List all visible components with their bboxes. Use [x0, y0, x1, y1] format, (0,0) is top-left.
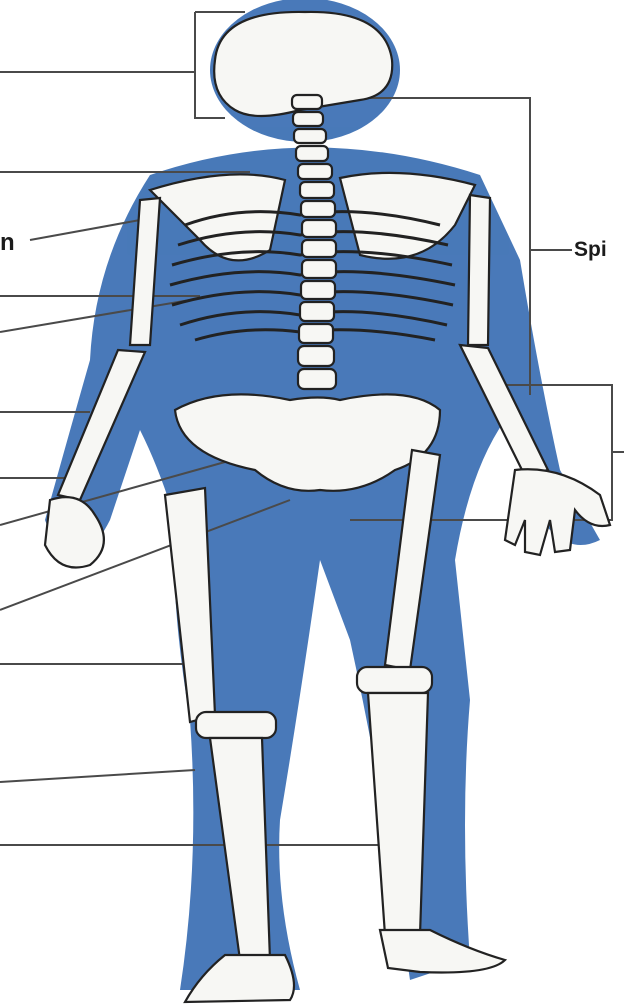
right-humerus [468, 195, 490, 345]
left-femur [165, 488, 215, 722]
spine-label-fragment: Spi [574, 238, 607, 262]
left-knee [196, 712, 276, 738]
right-foot [380, 930, 505, 973]
right-knee [357, 667, 432, 693]
left-label-fragment: n [0, 229, 15, 257]
right-tibia [368, 693, 428, 935]
